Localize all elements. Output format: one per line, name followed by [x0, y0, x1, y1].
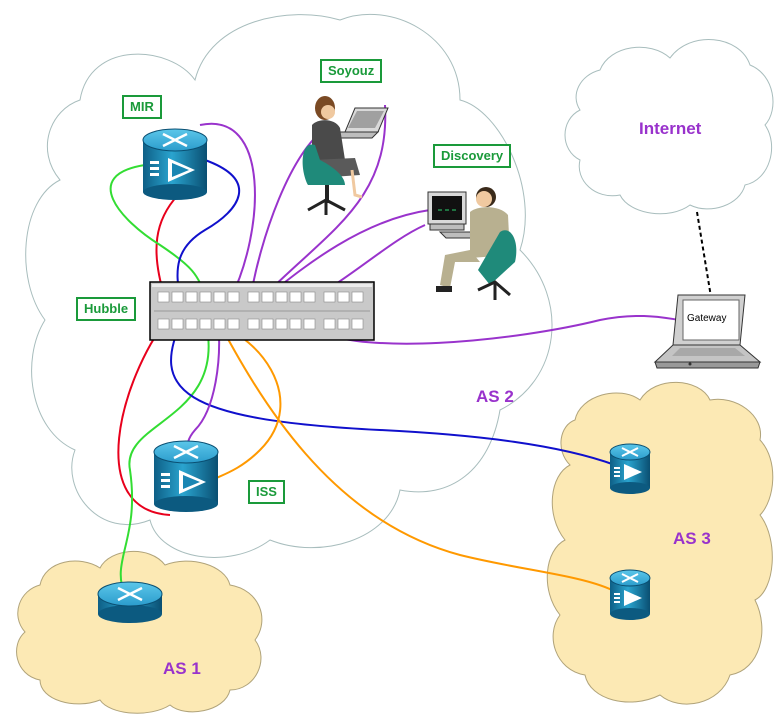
mir-router-icon [142, 128, 208, 200]
as2-zone-label: AS 2 [476, 387, 514, 406]
internet-zone-label: Internet [639, 119, 702, 138]
discovery-person-icon [427, 187, 517, 300]
as1-router-icon [97, 581, 163, 623]
link-mir-hubble-green [109, 164, 207, 301]
as3-cloud [546, 381, 774, 705]
iss-label: ISS [248, 480, 285, 504]
gateway-laptop-icon [653, 294, 762, 369]
hubble-switch [149, 281, 375, 341]
link-hubble-as1-green [119, 317, 210, 596]
link-soyouz-hubble-purple-2 [264, 104, 387, 296]
discovery-label: Discovery [433, 144, 512, 168]
as1-zone-label: AS 1 [163, 659, 201, 678]
mir-label: MIR [122, 95, 162, 119]
iss-router-icon [153, 440, 219, 512]
link-hubble-iss-red [117, 317, 171, 516]
internet-gateway-link [696, 211, 712, 298]
link-mir-hubble-blue [176, 159, 241, 299]
as3-zone-label: AS 3 [673, 529, 711, 548]
as1-cloud [16, 551, 263, 714]
hubble-label: Hubble [76, 297, 137, 321]
internet-cloud [564, 39, 774, 215]
gateway-label: Gateway [687, 313, 727, 324]
link-hubble-as3-orange [214, 314, 613, 591]
link-mir-hubble-purple [199, 122, 256, 301]
as3-router-icon-1 [609, 443, 651, 494]
as3-router-icon-2 [609, 569, 651, 620]
soyouz-person-icon [302, 96, 389, 215]
link-hubble-as3-blue [170, 319, 616, 466]
soyouz-label: Soyouz [320, 59, 383, 83]
